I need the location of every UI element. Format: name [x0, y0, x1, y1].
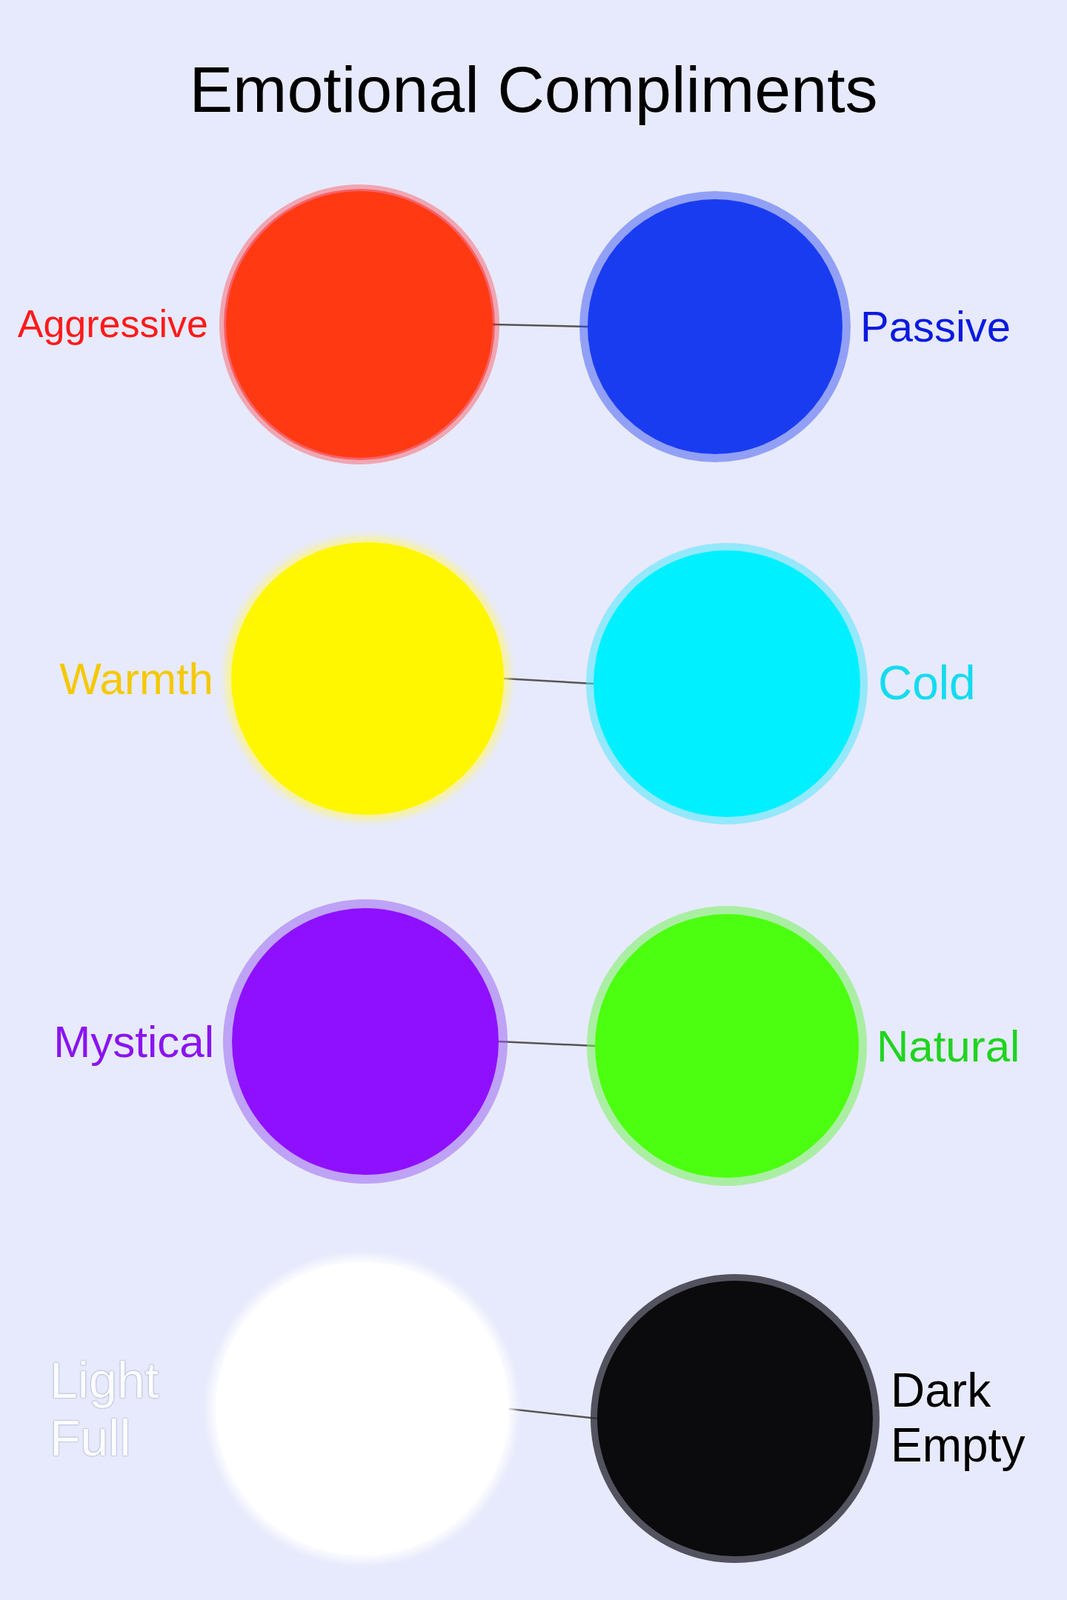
emotion-label: Aggressive: [17, 302, 209, 347]
emotion-color-circle: Mystical: [231, 908, 499, 1176]
emotion-color-circle: Aggressive: [225, 191, 493, 458]
complement-connector: [509, 1409, 598, 1419]
complement-connector: [498, 1041, 596, 1047]
diagram-title: Emotional Compliments: [0, 50, 1067, 129]
emotion-color-circle: Passive: [587, 199, 843, 455]
emotion-color-circle: Cold: [593, 550, 861, 818]
emotion-label: Light Full: [49, 1351, 198, 1468]
emotion-label: Dark Empty: [890, 1364, 1039, 1474]
emotion-color-circle: Light Full: [215, 1262, 510, 1557]
emotion-label: Natural: [876, 1021, 1020, 1073]
emotion-label: Passive: [860, 302, 1011, 352]
emotion-label: Warmth: [59, 653, 214, 705]
complement-connector: [492, 324, 588, 327]
emotion-label: Cold: [878, 656, 976, 712]
emotion-color-circle: Natural: [595, 914, 859, 1179]
complement-connector: [503, 678, 594, 684]
emotion-color-circle: Dark Empty: [597, 1281, 873, 1557]
emotion-label: Mystical: [53, 1016, 215, 1068]
emotion-color-circle: Warmth: [231, 542, 504, 816]
